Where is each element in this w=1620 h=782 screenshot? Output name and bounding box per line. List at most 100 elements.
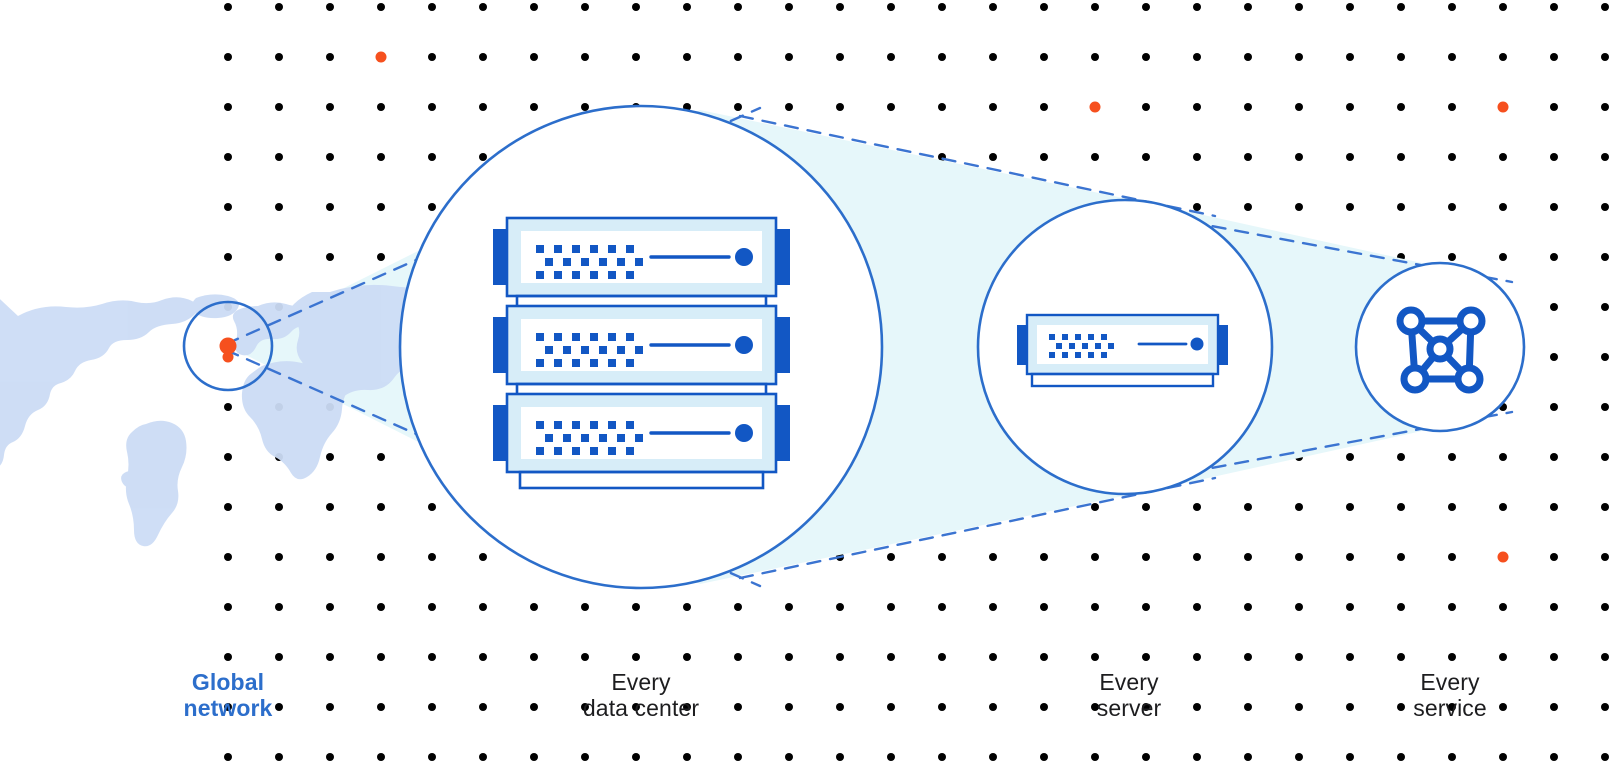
grid-dot bbox=[1091, 603, 1099, 611]
grid-dot bbox=[224, 753, 232, 761]
grid-dot bbox=[581, 653, 589, 661]
grid-dot bbox=[377, 153, 385, 161]
grid-dot bbox=[581, 53, 589, 61]
rack-unit-led-grid bbox=[536, 421, 643, 455]
grid-dot bbox=[428, 103, 436, 111]
grid-dot bbox=[275, 203, 283, 211]
grid-dot bbox=[1346, 203, 1354, 211]
grid-dot bbox=[1193, 603, 1201, 611]
grid-dot bbox=[1601, 503, 1609, 511]
grid-dot bbox=[1397, 453, 1405, 461]
grid-dot bbox=[581, 703, 589, 711]
grid-dot bbox=[326, 753, 334, 761]
service-node-top-right bbox=[1456, 306, 1486, 336]
global-network-circle[interactable] bbox=[182, 300, 274, 392]
grid-dot-highlight bbox=[1497, 101, 1509, 113]
rack-unit-status-dot bbox=[735, 336, 753, 354]
grid-dot bbox=[275, 753, 283, 761]
grid-dot bbox=[1601, 53, 1609, 61]
grid-dot bbox=[224, 103, 232, 111]
grid-dot bbox=[1244, 503, 1252, 511]
grid-dot bbox=[938, 603, 946, 611]
grid-dot bbox=[224, 453, 232, 461]
grid-dot bbox=[1244, 3, 1252, 11]
grid-dot bbox=[530, 703, 538, 711]
grid-dot bbox=[581, 603, 589, 611]
grid-dot bbox=[1295, 503, 1303, 511]
grid-dot bbox=[1346, 753, 1354, 761]
stage-every-service[interactable] bbox=[1354, 261, 1526, 433]
service-network-icon[interactable] bbox=[1396, 306, 1486, 394]
grid-dot bbox=[377, 603, 385, 611]
grid-dot bbox=[224, 703, 232, 711]
grid-dot bbox=[224, 253, 232, 261]
grid-dot bbox=[1550, 453, 1558, 461]
grid-dot bbox=[1499, 703, 1507, 711]
grid-dot bbox=[1193, 553, 1201, 561]
grid-dot bbox=[1295, 603, 1303, 611]
grid-dot bbox=[1397, 103, 1405, 111]
grid-dot bbox=[632, 653, 640, 661]
service-node-bottom-left bbox=[1400, 364, 1430, 394]
grid-dot bbox=[887, 553, 895, 561]
service-node-top-left bbox=[1396, 306, 1426, 336]
service-node-center bbox=[1426, 335, 1454, 363]
grid-dot bbox=[1193, 153, 1201, 161]
grid-dot bbox=[428, 503, 436, 511]
grid-dot bbox=[224, 53, 232, 61]
grid-dot bbox=[326, 503, 334, 511]
grid-dot bbox=[326, 253, 334, 261]
rack-unit-2 bbox=[493, 304, 790, 386]
grid-dot bbox=[632, 603, 640, 611]
grid-dot bbox=[1244, 653, 1252, 661]
grid-dot bbox=[1448, 203, 1456, 211]
grid-dot bbox=[989, 753, 997, 761]
grid-dot bbox=[1142, 703, 1150, 711]
grid-dot bbox=[1397, 653, 1405, 661]
grid-dot bbox=[1499, 753, 1507, 761]
grid-dot bbox=[1193, 503, 1201, 511]
grid-dot bbox=[887, 653, 895, 661]
grid-dot bbox=[1550, 103, 1558, 111]
grid-dot bbox=[1040, 553, 1048, 561]
grid-dot bbox=[989, 153, 997, 161]
grid-dot bbox=[1601, 403, 1609, 411]
grid-dot bbox=[734, 3, 742, 11]
grid-dot bbox=[836, 653, 844, 661]
grid-dot bbox=[1142, 553, 1150, 561]
grid-dot-highlight bbox=[222, 351, 234, 363]
grid-dot bbox=[1550, 353, 1558, 361]
grid-dot bbox=[428, 203, 436, 211]
grid-dot bbox=[1448, 53, 1456, 61]
stage-every-server[interactable] bbox=[976, 198, 1274, 496]
grid-dot bbox=[479, 703, 487, 711]
grid-dot bbox=[1448, 603, 1456, 611]
grid-dot bbox=[428, 553, 436, 561]
dash-line-3-top bbox=[1188, 220, 1514, 284]
grid-dot bbox=[275, 653, 283, 661]
global-network-location-dot[interactable] bbox=[219, 337, 237, 355]
grid-dot bbox=[1550, 253, 1558, 261]
grid-dot bbox=[938, 53, 946, 61]
grid-dot bbox=[938, 3, 946, 11]
grid-dot bbox=[734, 53, 742, 61]
grid-dot bbox=[377, 203, 385, 211]
grid-dot bbox=[836, 753, 844, 761]
stage-every-data-center[interactable] bbox=[398, 104, 884, 590]
server-rack-icon[interactable] bbox=[493, 216, 790, 490]
grid-dot bbox=[1091, 153, 1099, 161]
grid-dot bbox=[734, 753, 742, 761]
grid-dot bbox=[377, 753, 385, 761]
service-node-bottom-right bbox=[1454, 364, 1484, 394]
grid-dot bbox=[1397, 553, 1405, 561]
grid-dot bbox=[1142, 3, 1150, 11]
grid-dot bbox=[530, 753, 538, 761]
stage-global-network[interactable] bbox=[182, 300, 274, 392]
grid-dot bbox=[836, 603, 844, 611]
grid-dot bbox=[1142, 153, 1150, 161]
single-server-icon[interactable] bbox=[1017, 313, 1228, 388]
grid-dot-highlight bbox=[1089, 101, 1101, 113]
grid-dot bbox=[479, 153, 487, 161]
grid-dot bbox=[1601, 453, 1609, 461]
grid-dot bbox=[1550, 553, 1558, 561]
